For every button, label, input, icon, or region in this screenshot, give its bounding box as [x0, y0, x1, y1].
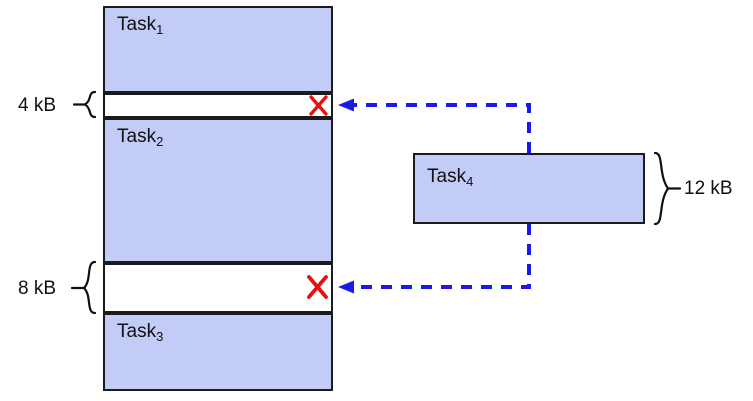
size-label-8kb: 8 kB [18, 278, 57, 299]
task3-text: Task [117, 321, 157, 342]
brace-8kb [70, 260, 97, 315]
incoming-task4-box [413, 153, 645, 224]
memory-block-task2 [103, 118, 333, 263]
memory-free-hole-4kb [103, 93, 333, 118]
memory-block-task3 [103, 313, 333, 391]
memory-block-task2-label: Task2 [117, 126, 164, 149]
memory-block-task1 [103, 6, 333, 93]
arrow-task4-to-hole-4kb [338, 98, 531, 153]
memory-block-task1-label: Task1 [117, 14, 164, 37]
task2-text: Task [117, 126, 157, 147]
incoming-task4-label: Task4 [427, 166, 474, 189]
reject-mark-8kb-icon [307, 275, 328, 299]
reject-mark-4kb-icon [309, 95, 328, 116]
task4-subscript: 4 [466, 174, 474, 189]
task3-subscript: 3 [156, 329, 164, 344]
arrow-task4-to-hole-8kb [338, 224, 531, 294]
brace-12kb [653, 151, 682, 226]
brace-4kb [72, 90, 97, 119]
task4-text: Task [427, 166, 467, 187]
memory-block-task3-label: Task3 [117, 321, 164, 344]
task1-text: Task [117, 14, 157, 35]
size-label-4kb: 4 kB [18, 95, 57, 116]
memory-free-hole-8kb [103, 263, 333, 313]
task1-subscript: 1 [156, 22, 164, 37]
size-label-12kb: 12 kB [684, 178, 733, 199]
task2-subscript: 2 [156, 134, 164, 149]
